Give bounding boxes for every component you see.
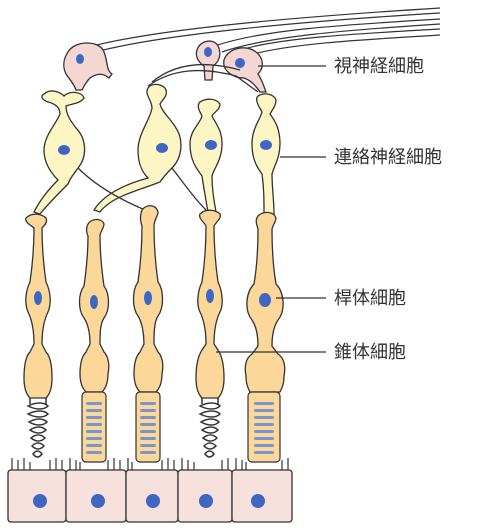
optic-cell-2-nucleus <box>204 47 212 57</box>
label-cone-cell: 錐体細胞 <box>334 342 406 363</box>
pigment-epithelium <box>8 458 292 522</box>
cone-outer-segment-2 <box>200 398 220 457</box>
label-optic-nerve-cell: 視神経細胞 <box>334 56 424 77</box>
optic-cell-1-nucleus <box>76 54 84 64</box>
optic-cell-2 <box>196 41 219 80</box>
rod-discs <box>86 402 274 454</box>
rod-outer-segments <box>82 392 280 462</box>
label-connecting-nerve-cell: 連絡神経細胞 <box>334 147 442 168</box>
cone-cell-2 <box>196 210 224 398</box>
optic-cell-3-nucleus <box>235 58 245 68</box>
nerve-fibers <box>85 8 440 56</box>
cone-outer-segment-1 <box>28 398 48 457</box>
bipolar-cell-4 <box>252 94 280 214</box>
label-rod-cell: 桿体細胞 <box>334 288 406 309</box>
cone-cell-1 <box>24 214 52 398</box>
optic-cell-3 <box>224 48 266 92</box>
bipolar-cell-3 <box>190 99 222 212</box>
photoreceptor-cells <box>24 206 285 398</box>
optic-nerve-cells <box>64 41 266 92</box>
